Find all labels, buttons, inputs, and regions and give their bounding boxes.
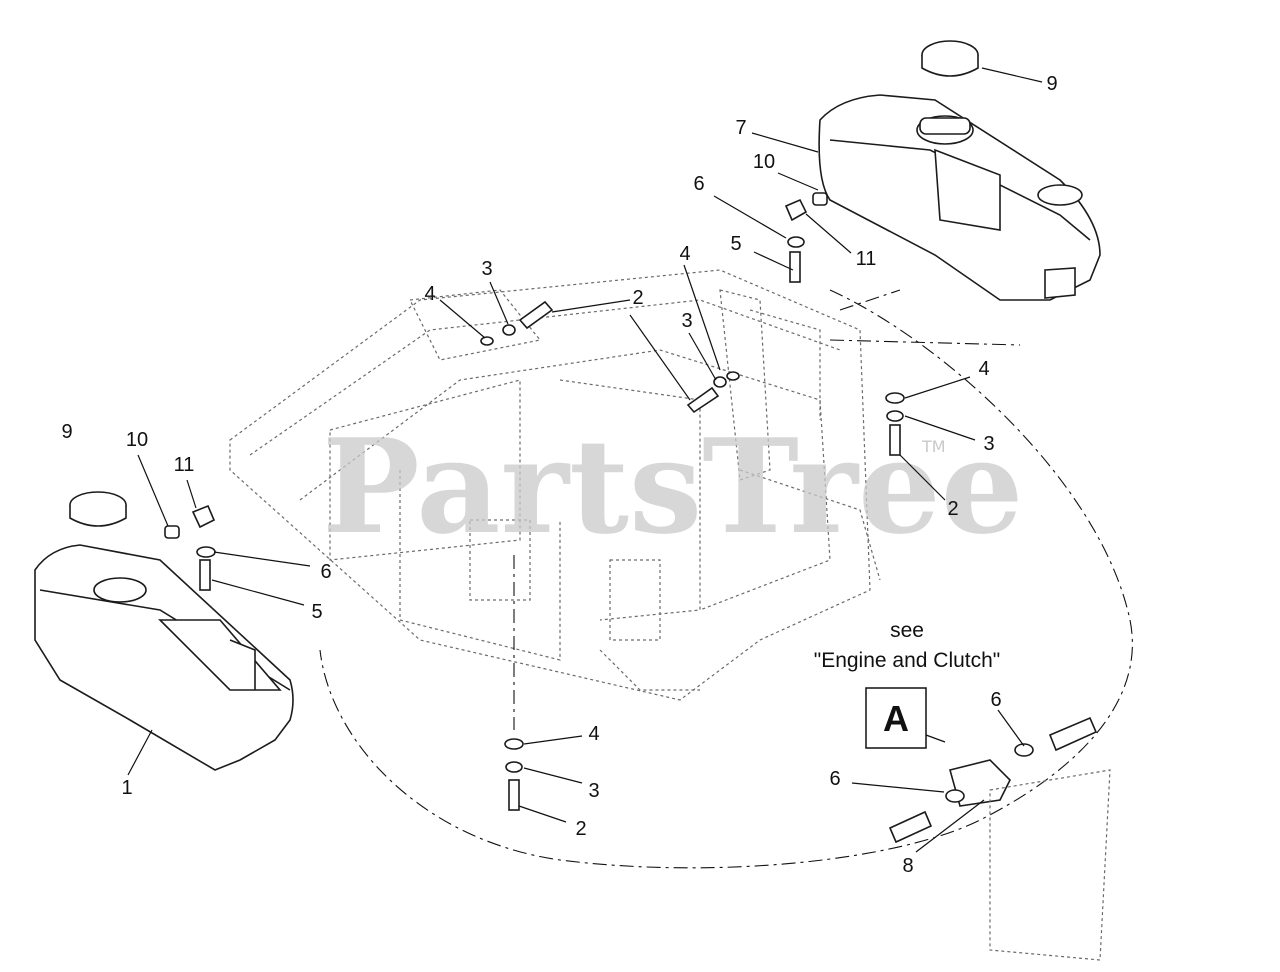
callout-11-left: 11 — [174, 454, 195, 476]
callout-9-fuel-cap-right: 9 — [1046, 73, 1057, 95]
callout-4-right: 4 — [978, 358, 989, 380]
callout-7-fuel-tank: 7 — [735, 117, 746, 139]
reference-box — [865, 687, 927, 749]
callout-8-valve: 8 — [902, 855, 913, 877]
bolt-set-center — [686, 371, 740, 414]
callout-10-right: 10 — [753, 151, 775, 173]
callout-11-right: 11 — [856, 248, 877, 270]
reference-box-leader — [925, 734, 946, 743]
note-see: see — [890, 619, 924, 642]
callout-4-lower: 4 — [588, 723, 599, 745]
callout-5-left: 5 — [311, 601, 322, 623]
bolt-set-lower — [504, 738, 524, 811]
callout-6-valve-upper: 6 — [990, 689, 1001, 711]
watermark: PartsTree — [322, 410, 1023, 563]
reference-letter: A — [883, 698, 909, 739]
fuel-valve — [888, 716, 1111, 961]
fuel-tank-right — [818, 94, 1101, 301]
chassis-frame — [229, 269, 881, 701]
callout-5-right: 5 — [730, 233, 741, 255]
fuel-tank-left — [34, 544, 294, 771]
callout-labels: 9 7 10 6 11 5 4 3 2 3 4 4 3 2 4 3 2 1 9 … — [61, 73, 1057, 877]
fuel-line — [319, 289, 1133, 869]
fuel-cap-right — [921, 40, 979, 77]
callout-9-fuel-cap-left: 9 — [61, 421, 72, 443]
bolt-set-upper-left — [480, 300, 554, 346]
fitting-left — [164, 504, 216, 591]
callout-6-right: 6 — [693, 173, 704, 195]
callout-3-right: 3 — [983, 433, 994, 455]
callout-4-center: 4 — [679, 243, 690, 265]
callout-3-upper-left: 3 — [481, 258, 492, 280]
fuel-cap-left — [69, 491, 127, 527]
callout-6-left: 6 — [320, 561, 331, 583]
callout-4-upper-left: 4 — [424, 283, 435, 305]
callout-2-right: 2 — [947, 498, 958, 520]
callout-3-center: 3 — [681, 310, 692, 332]
callout-10-left: 10 — [126, 429, 148, 451]
note-engine-clutch: "Engine and Clutch" — [814, 649, 1001, 672]
tank-connector-line — [829, 339, 1021, 346]
watermark-trademark: TM — [921, 437, 946, 456]
callout-6-valve-lower: 6 — [829, 768, 840, 790]
callout-2-center: 2 — [632, 287, 643, 309]
callout-2-lower: 2 — [575, 818, 586, 840]
callout-1-fuel-tank-left: 1 — [121, 777, 132, 799]
callout-3-lower: 3 — [588, 780, 599, 802]
bolt-set-right — [885, 392, 905, 456]
fitting-right — [784, 192, 828, 283]
leader-lines — [127, 67, 1043, 853]
rear-frame-line — [839, 289, 901, 311]
